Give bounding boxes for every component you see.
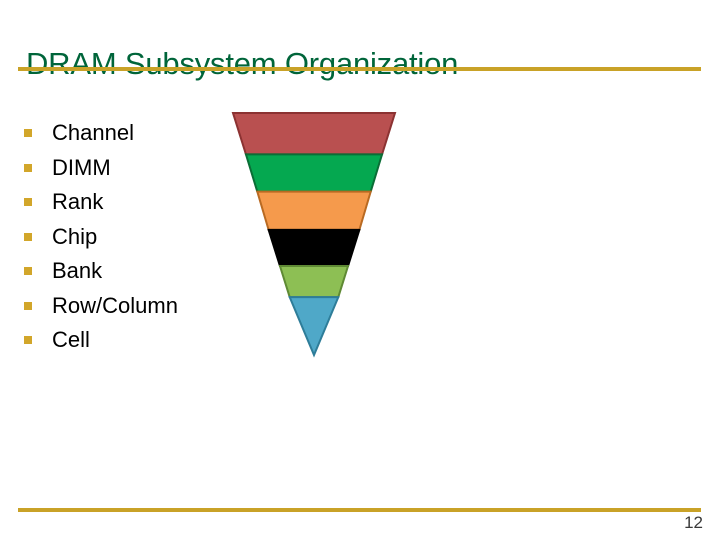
dram-hierarchy-funnel-diagram bbox=[228, 108, 400, 360]
bullet-item-label: Channel bbox=[52, 120, 134, 145]
list-item: Chip bbox=[24, 222, 244, 257]
page-number: 12 bbox=[684, 513, 703, 532]
list-item: Rank bbox=[24, 187, 244, 222]
rank-band bbox=[255, 190, 373, 231]
bullet-item-label: DIMM bbox=[52, 154, 111, 180]
list-item: Channel bbox=[24, 118, 244, 153]
bullet-item-label: Cell bbox=[52, 327, 90, 352]
square-bullet-icon bbox=[24, 301, 32, 310]
dimm-band bbox=[244, 153, 384, 193]
page-title: DRAM Subsystem Organization bbox=[26, 45, 459, 81]
bullet-item-label: Chip bbox=[52, 223, 98, 249]
list-item: Bank bbox=[24, 256, 244, 291]
square-bullet-icon bbox=[24, 129, 32, 137]
square-bullet-icon bbox=[24, 232, 32, 241]
bullet-item-label: Bank bbox=[52, 258, 103, 283]
bullet-item-label: Rank bbox=[52, 189, 104, 214]
bank-band bbox=[278, 265, 350, 299]
list-item: DIMM bbox=[24, 153, 244, 188]
channel-band bbox=[231, 112, 397, 156]
footer-divider bbox=[18, 508, 701, 512]
title-divider bbox=[18, 67, 701, 71]
square-bullet-icon bbox=[24, 336, 32, 344]
cell-band bbox=[288, 296, 340, 358]
bullet-item-label: Row/Column bbox=[52, 292, 178, 318]
square-bullet-icon bbox=[24, 163, 32, 172]
square-bullet-icon bbox=[24, 267, 32, 275]
square-bullet-icon bbox=[24, 198, 32, 206]
list-item: Cell bbox=[24, 325, 244, 360]
list-item: Row/Column bbox=[24, 291, 244, 326]
chip-band bbox=[267, 228, 361, 268]
funnel-svg bbox=[231, 112, 397, 358]
bullet-list: Channel DIMM Rank Chip Bank Row/Column C… bbox=[24, 118, 244, 360]
